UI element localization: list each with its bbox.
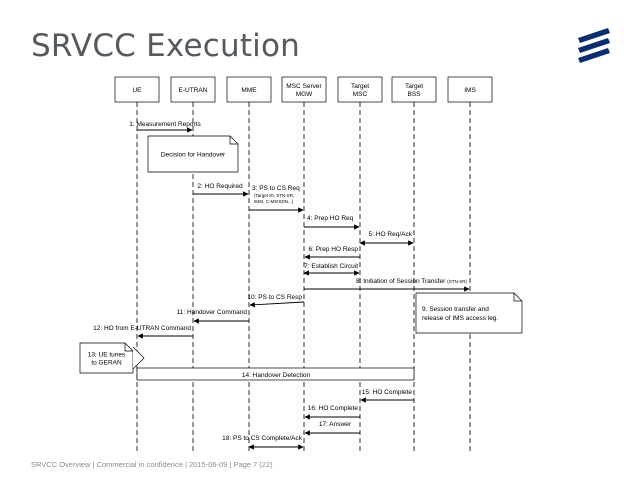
note-decision: Decision for Handover <box>147 135 239 173</box>
entity-label: IMS <box>464 87 476 94</box>
logo-bar-1 <box>578 28 610 43</box>
message-m4: 4: Prep HO Req <box>304 215 360 230</box>
message-m16: 16: HO Complete <box>304 405 360 420</box>
message-label: 18: PS to CS Complete/Ack <box>222 435 303 442</box>
message-label: 4: Prep HO Req <box>307 215 354 222</box>
message-m10: 10: PS to CS Resp <box>247 294 305 308</box>
message-label: 11: Handover Command <box>177 309 248 316</box>
message-label: 10: PS to CS Resp <box>247 294 302 301</box>
message-label: 12: HO from E-UTRAN Command <box>93 325 191 332</box>
logo-bar-2 <box>578 38 610 53</box>
message-m12: 12: HO from E-UTRAN Command <box>93 325 193 339</box>
message-label: 17: Answer <box>319 421 352 428</box>
message-m3: 3: PS to CS Req(Target ID, STN-SR,IMSI, … <box>249 185 304 213</box>
message-m11: 11: Handover Command <box>177 309 249 324</box>
entity-label: E-UTRAN <box>179 87 208 94</box>
message-m17: 17: Answer <box>304 421 360 436</box>
message-label: 15: HO Complete <box>362 389 413 396</box>
entity-label: MSC Server <box>286 83 322 90</box>
note-text: release of IMS access leg. <box>422 315 498 322</box>
note-text: 9. Session transfer and <box>422 306 489 313</box>
ue-tunes-pointer <box>132 346 145 370</box>
message-m18: 18: PS to CS Complete/Ack <box>222 435 304 450</box>
message-label: 16: HO Complete <box>308 405 359 412</box>
entity-box-eutran: E-UTRAN <box>170 76 216 103</box>
ericsson-logo-icon <box>578 28 610 63</box>
message-label: 5: HO Req/Ack <box>369 231 413 238</box>
message-m1: 1: Measurement Reports <box>129 121 202 133</box>
message-label: 7: Establish Circuit <box>304 263 358 270</box>
message-sublabel: IMSI, C-MSISDN...) <box>254 199 294 204</box>
entity-label: Target <box>351 83 369 90</box>
message-label: 14: Handover Detection <box>242 372 311 379</box>
message-m7: 7: Establish Circuit <box>303 263 360 276</box>
message-m6: 6: Prep HO Resp <box>304 246 360 260</box>
message-label: 1: Measurement Reports <box>129 121 201 128</box>
entity-label: MGW <box>296 91 313 98</box>
page-title: SRVCC Execution <box>31 28 300 64</box>
note-text: Decision for Handover <box>161 152 226 159</box>
entity-label: Target <box>405 83 423 90</box>
note-session-transfer: 9. Session transfer and release of IMS ac… <box>415 292 523 334</box>
message-arrow <box>249 301 305 308</box>
message-m5: 5: HO Req/Ack <box>359 231 414 246</box>
message-label: 3: PS to CS Req <box>252 185 300 192</box>
entity-box-ims: IMS <box>447 76 493 103</box>
message-m8: 8: Initiation of Session Transfer(STN-SR… <box>304 278 470 292</box>
note-text: to GERAN <box>91 360 122 367</box>
entity-box-mme: MME <box>226 76 272 103</box>
note-text: 13: UE tunes <box>88 352 126 359</box>
message-m15: 15: HO Complete <box>360 389 414 403</box>
footer-text: SRVCC Overview | Commercial in confidenc… <box>31 460 273 469</box>
message-sublabel: (Target ID, STN-SR, <box>254 193 294 198</box>
message-m2: 2: HO Required <box>193 183 249 197</box>
message-label: 2: HO Required <box>197 183 243 190</box>
message-label: 8: Initiation of Session Transfer(STN-SR… <box>356 278 467 285</box>
message-label: 6: Prep HO Resp <box>309 246 359 253</box>
entity-label: MME <box>241 87 257 94</box>
logo-bar-3 <box>578 48 610 63</box>
entity-label: MSC <box>353 91 368 98</box>
entity-label: UE <box>132 87 142 94</box>
entity-label: BSS <box>407 91 421 98</box>
message-m14: 14: Handover Detection <box>136 367 415 381</box>
handover-detection-bar <box>136 367 415 381</box>
entity-box-ue: UE <box>114 76 160 103</box>
